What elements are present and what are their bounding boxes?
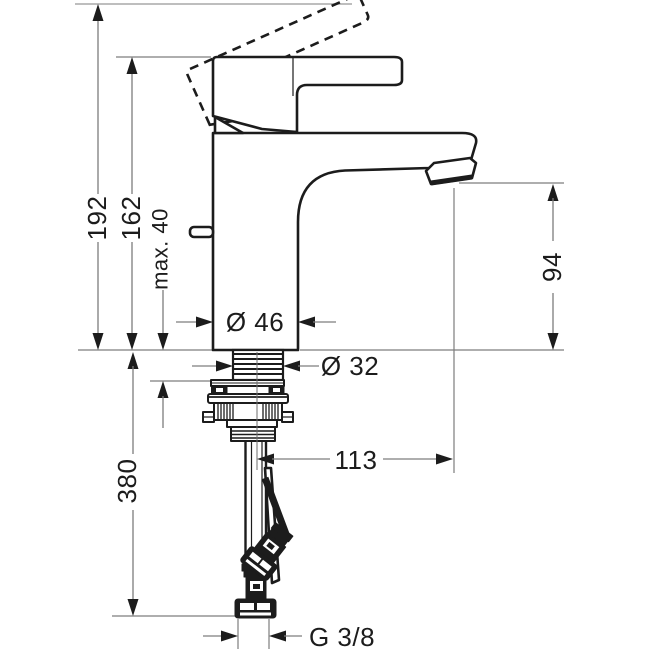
dimension-total-height: 192 xyxy=(82,4,112,350)
dimension-shank-diameter: Ø 32 xyxy=(192,351,379,381)
dimension-label-113: 113 xyxy=(335,445,378,475)
dimension-label-d46: Ø 46 xyxy=(226,307,284,337)
popup-rod-knob xyxy=(188,225,215,239)
dimension-label-max40: max. 40 xyxy=(148,208,173,290)
dimension-label-380: 380 xyxy=(112,459,142,504)
dimension-connection-length: 380 xyxy=(112,352,142,616)
faucet-body xyxy=(211,131,478,352)
dimension-thread-size: G 3/8 xyxy=(203,622,375,650)
hose-connector-angled xyxy=(240,522,294,581)
dimension-max-mount-thickness: max. 40 xyxy=(148,208,173,428)
mounting-hardware xyxy=(202,379,294,442)
dimension-label-94: 94 xyxy=(537,252,567,282)
nut-knurling xyxy=(217,404,279,419)
extension-lines xyxy=(78,56,564,649)
dimension-base-diameter: Ø 46 xyxy=(176,307,336,337)
threaded-shank xyxy=(231,348,285,382)
dimension-label-g38: G 3/8 xyxy=(309,622,375,650)
aerator-face xyxy=(430,174,473,186)
dimension-label-162: 162 xyxy=(116,196,146,241)
hose-nut-angled xyxy=(240,546,278,581)
lever-handle xyxy=(211,55,404,135)
spout-aerator xyxy=(424,156,478,186)
handle-pivot-lip xyxy=(213,115,245,135)
dimension-label-d32: Ø 32 xyxy=(321,351,379,381)
flex-hose-angled xyxy=(261,476,290,536)
shank-threads xyxy=(234,353,282,375)
mounting-collar xyxy=(207,393,289,404)
dimension-spout-height: 94 xyxy=(537,184,567,350)
dimension-label-192: 192 xyxy=(82,196,112,241)
lever-handle-outline xyxy=(211,55,404,134)
shank-step xyxy=(226,419,278,428)
dimension-body-height: 162 xyxy=(116,57,146,350)
dimension-spout-reach: 113 xyxy=(257,445,453,475)
